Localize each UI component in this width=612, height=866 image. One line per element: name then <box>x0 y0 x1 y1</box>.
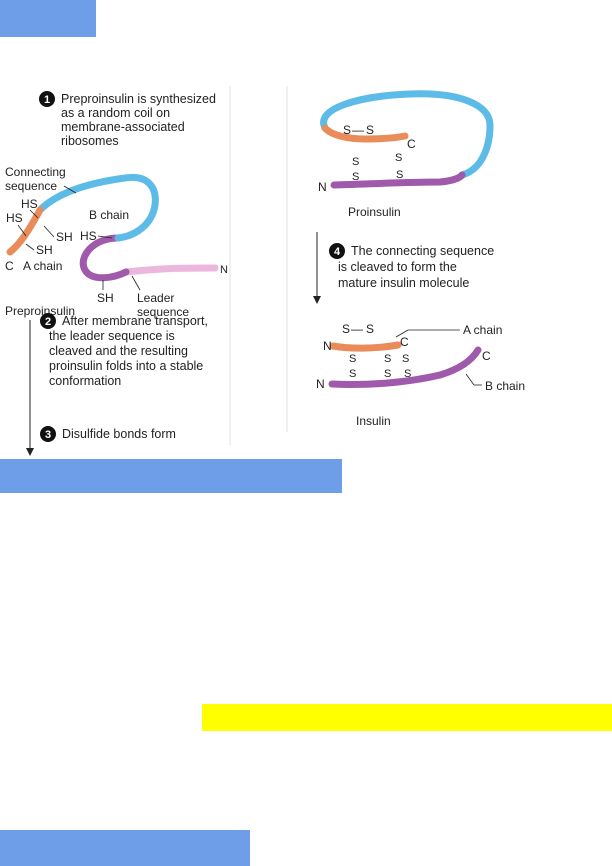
sh-a-chain-label-2: SH <box>36 243 53 257</box>
insulin-s-left: S <box>342 322 350 336</box>
a-chain-label: A chain <box>23 259 62 273</box>
insulin-b-chain-segment <box>328 346 482 389</box>
insulin-molecule <box>328 341 482 389</box>
hs-upper-line <box>29 209 39 219</box>
a-chain-segment <box>6 206 44 256</box>
b-chain-segment <box>79 234 130 282</box>
proinsulin-bond-s-right-2: S <box>396 169 403 181</box>
step-1-callout: 1 Preproinsulin is synthesized as a rand… <box>39 91 216 148</box>
highlight-bar-bottom <box>0 830 250 866</box>
proinsulin-molecule <box>320 90 494 189</box>
hs-upper-label: HS <box>21 197 38 211</box>
step-4-line-1: The connecting sequence <box>351 244 494 258</box>
step-4-badge <box>329 243 345 259</box>
insulin-bond-s-left-1: S <box>349 353 356 365</box>
step-2-badge <box>40 313 56 329</box>
step-4-callout: 4 The connecting sequence is cleaved to … <box>329 243 494 290</box>
step-2-line-2: the leader sequence is <box>49 329 175 343</box>
hs-b-chain-line <box>97 235 113 239</box>
step-1-badge <box>39 91 55 107</box>
proinsulin-labels: S — S C S S S S N Proinsulin <box>318 123 416 219</box>
sh-a-chain-line-2 <box>25 243 35 251</box>
step-3-number: 3 <box>45 429 51 441</box>
proinsulin-title: Proinsulin <box>348 205 401 219</box>
proinsulin-bond-s-left-2: S <box>352 171 359 183</box>
insulin-bond-s-mid-2: S <box>384 368 391 380</box>
hs-b-chain-label: HS <box>80 229 97 243</box>
a-chain-c-terminus: C <box>5 259 14 273</box>
a-chain-pointer-bend <box>395 329 409 338</box>
step-2-line-5: conformation <box>49 374 121 388</box>
leader-sequence-segment <box>122 264 219 276</box>
step-1-line-1: Preproinsulin is synthesized <box>61 92 216 106</box>
insulin-a-c-terminus: C <box>400 335 409 349</box>
preproinsulin-title: Preproinsulin <box>5 304 75 318</box>
leader-sequence-line <box>131 275 141 291</box>
leader-sequence-label-1: Leader <box>137 291 174 305</box>
connecting-sequence-label-2: sequence <box>5 179 57 193</box>
proinsulin-bond-s-right-1: S <box>395 152 402 164</box>
insulin-labels: S — S N C A chain S S S S S S N C B chai… <box>316 322 525 428</box>
leader-n-terminus: N <box>220 264 228 276</box>
preproinsulin-labels: Connecting sequence HS HS SH SH C A chai… <box>5 165 228 319</box>
proinsulin-s-dash: — <box>352 123 364 137</box>
b-chain-pointer-bend <box>465 373 475 386</box>
sh-a-chain-label: SH <box>56 230 73 244</box>
step-4-number: 4 <box>334 246 341 258</box>
insulin-bond-s-mid-1: S <box>384 353 391 365</box>
proinsulin-n-terminus: N <box>318 180 327 194</box>
step-1-number: 1 <box>44 94 50 106</box>
connecting-sequence-label-1: Connecting <box>5 165 66 179</box>
insulin-a-chain-label: A chain <box>463 323 502 337</box>
proinsulin-s-right: S <box>366 123 374 137</box>
b-chain-label: B chain <box>89 208 129 222</box>
insulin-s-dash: — <box>351 322 363 336</box>
connecting-sequence-segment <box>36 173 159 242</box>
proinsulin-s-left: S <box>343 123 351 137</box>
step-3-line-1: Disulfide bonds form <box>62 427 176 441</box>
leader-sequence-label-2: sequence <box>137 305 189 319</box>
proinsulin-a-chain-segment <box>321 124 409 143</box>
step-2-number: 2 <box>45 316 51 328</box>
insulin-a-n-terminus: N <box>323 339 332 353</box>
insulin-title: Insulin <box>356 414 391 428</box>
insulin-b-c-terminus: C <box>482 349 491 363</box>
step-2-callout: 2 After membrane transport, the leader s… <box>40 313 208 388</box>
highlight-bar-yellow <box>202 704 612 731</box>
step-4-line-3: mature insulin molecule <box>338 276 469 290</box>
preproinsulin-molecule <box>6 173 219 282</box>
highlight-bar-middle <box>0 459 342 493</box>
insulin-synthesis-diagram: 1 Preproinsulin is synthesized as a rand… <box>5 86 525 456</box>
insulin-bond-s-right-1: S <box>402 353 409 365</box>
hs-lower-line <box>17 224 27 237</box>
step-2-line-4: proinsulin folds into a stable <box>49 359 203 373</box>
step-3-callout: 3 Disulfide bonds form <box>40 426 176 442</box>
insulin-a-chain-segment <box>329 341 402 352</box>
step-3-badge <box>40 426 56 442</box>
highlight-bar-top <box>0 0 96 37</box>
insulin-bond-s-left-2: S <box>349 368 356 380</box>
insulin-bond-s-right-2: S <box>404 368 411 380</box>
insulin-b-n-terminus: N <box>316 377 325 391</box>
proinsulin-connecting-segment <box>320 90 494 179</box>
sh-b-chain-label: SH <box>97 291 114 305</box>
step-1-line-2: as a random coil on <box>61 106 170 120</box>
proinsulin-c-terminus: C <box>407 137 416 151</box>
insulin-s-right: S <box>366 322 374 336</box>
step-2-line-3: cleaved and the resulting <box>49 344 188 358</box>
sh-a-chain-line <box>43 225 55 238</box>
step-4-line-2: is cleaved to form the <box>338 260 457 274</box>
proinsulin-b-chain-segment <box>330 171 466 189</box>
step-1-line-4: ribosomes <box>61 134 119 148</box>
hs-lower-label: HS <box>6 211 23 225</box>
connecting-sequence-leader-line <box>63 185 77 194</box>
step-1-line-3: membrane-associated <box>61 120 185 134</box>
insulin-b-chain-label: B chain <box>485 379 525 393</box>
step-2-line-1: After membrane transport, <box>62 314 208 328</box>
proinsulin-bond-s-left-1: S <box>352 156 359 168</box>
